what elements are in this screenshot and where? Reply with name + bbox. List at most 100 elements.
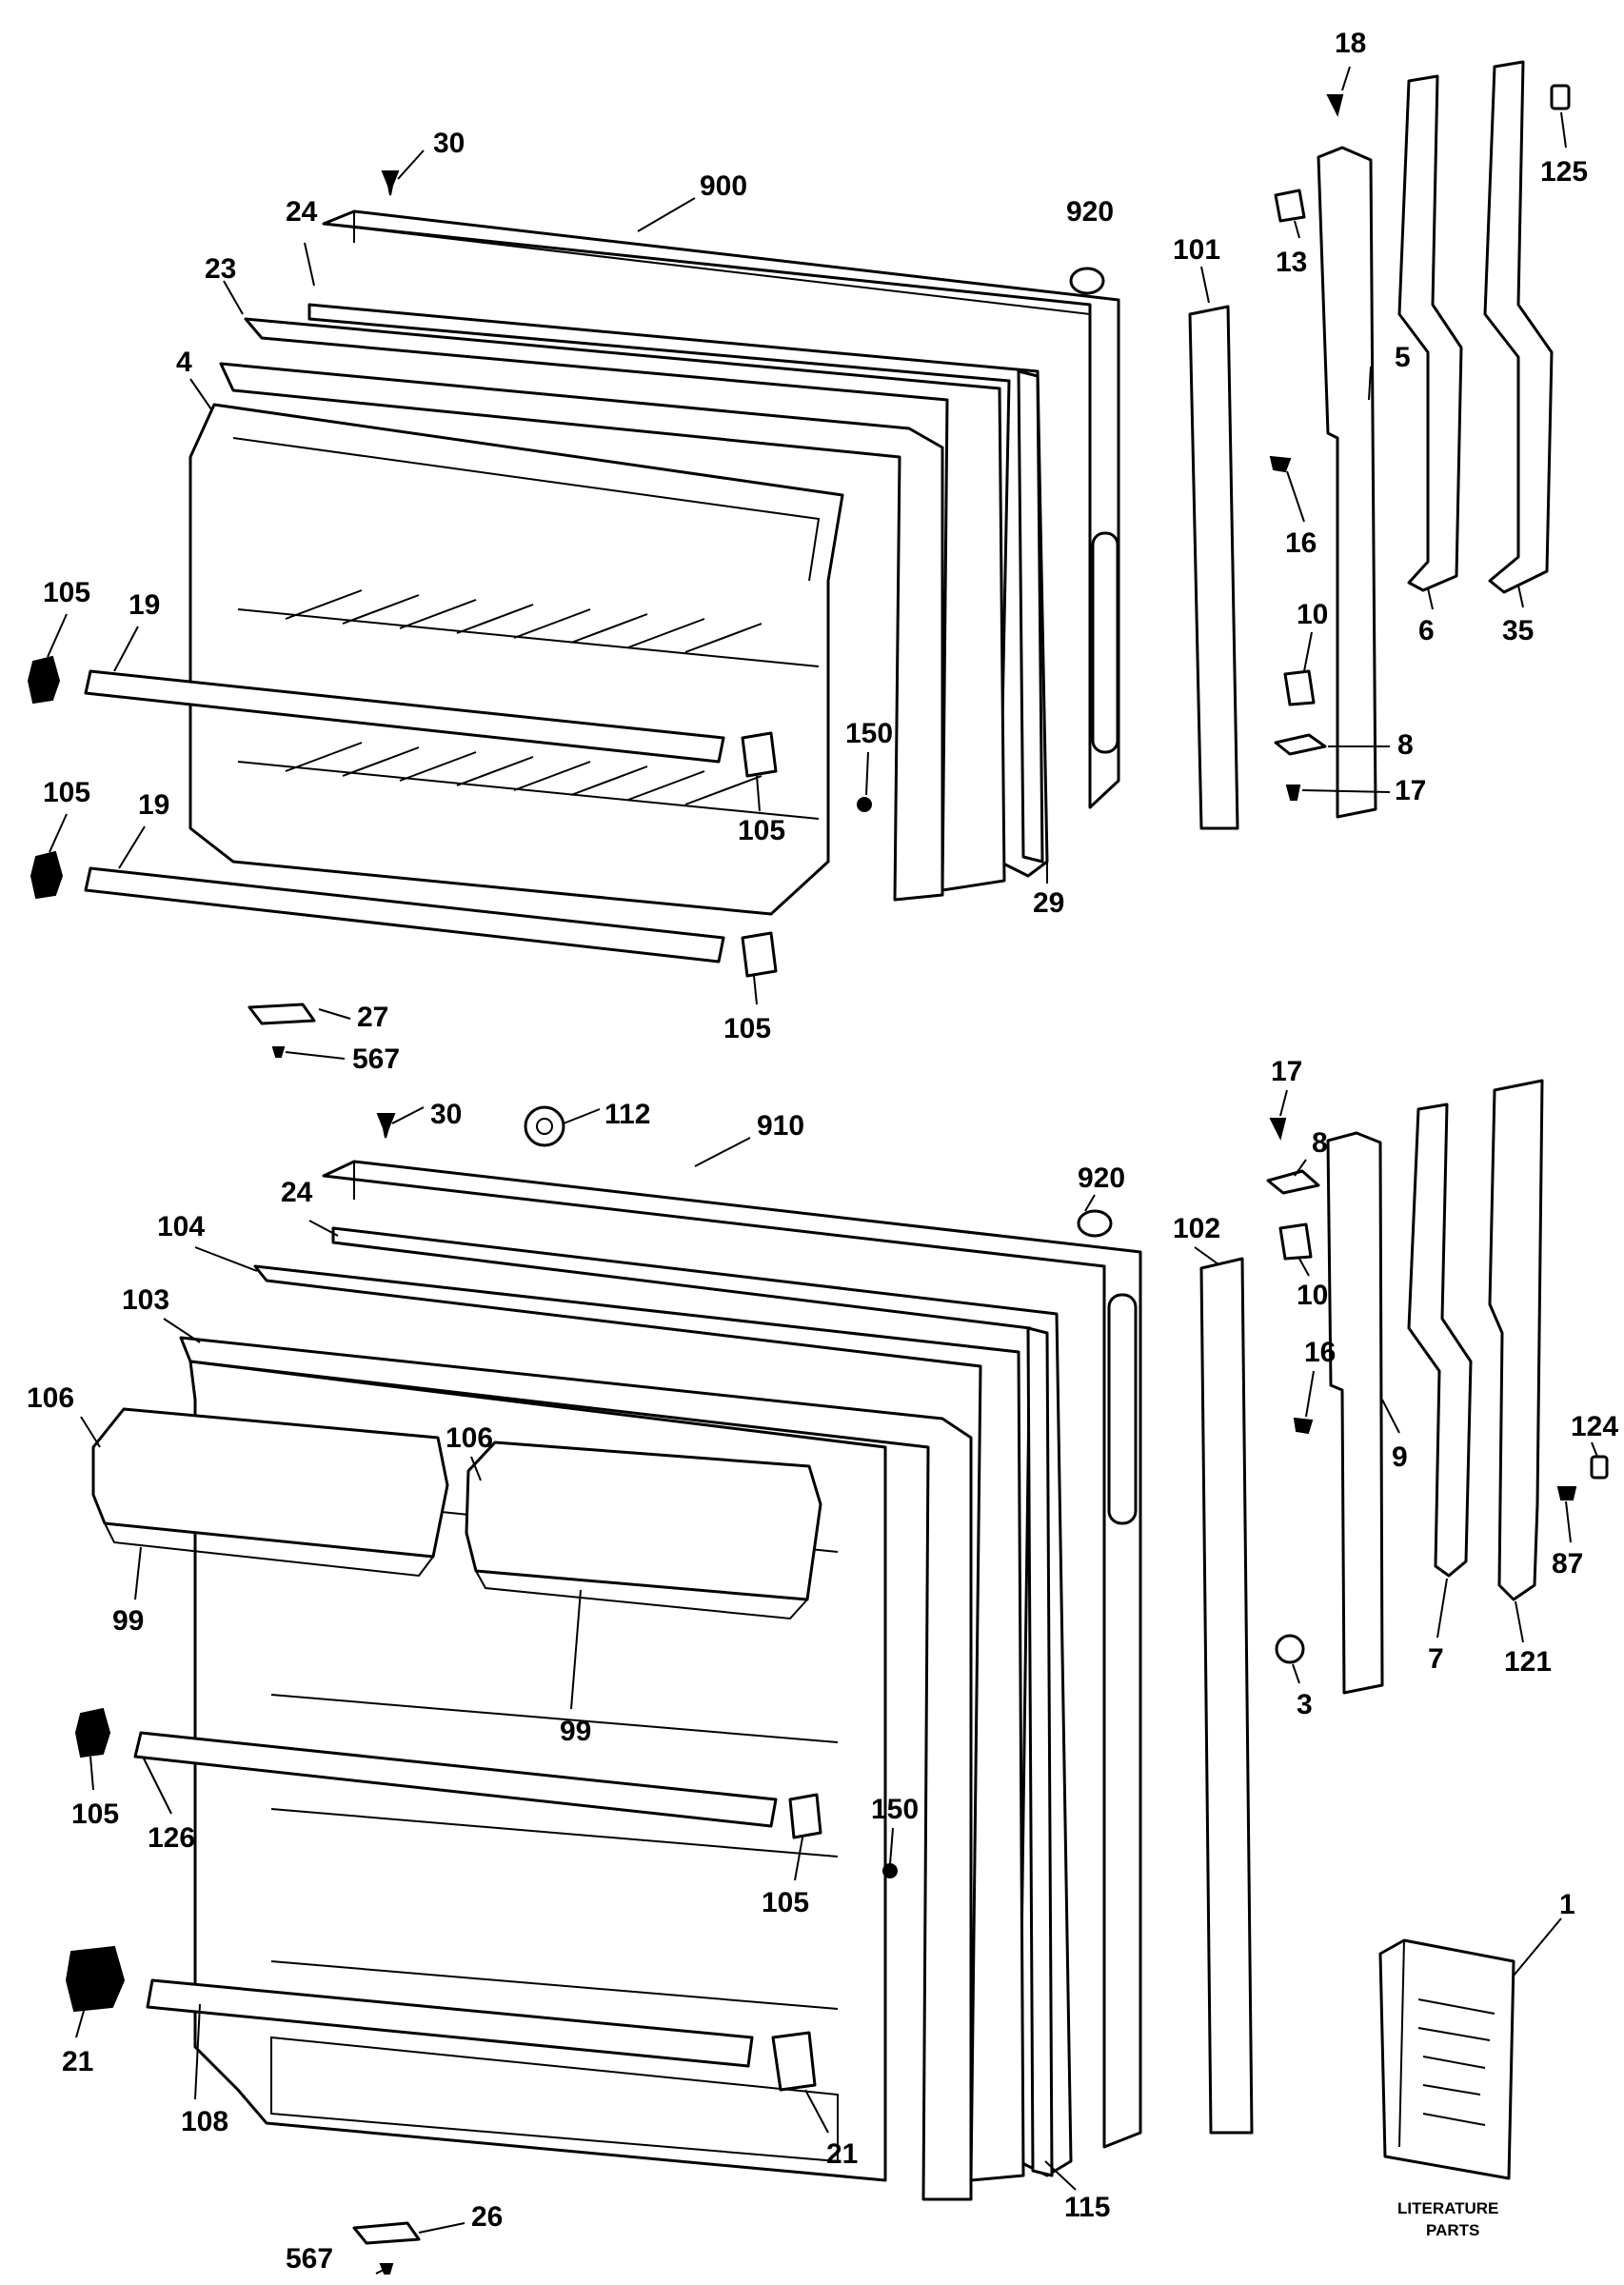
clip-10-lower (1278, 1222, 1313, 1261)
label-150: 150 (845, 718, 893, 749)
label-102: 102 (1173, 1213, 1220, 1244)
strip-29 (1017, 369, 1044, 864)
bracket-8-lower (1266, 1169, 1320, 1195)
label-17-lower: 17 (1271, 1056, 1302, 1087)
clip-21-a (65, 1945, 126, 2013)
label-125: 125 (1540, 156, 1588, 188)
label-10: 10 (1297, 599, 1328, 630)
clip-105-a (27, 655, 61, 705)
screw-150 (857, 797, 872, 812)
inner-bin (188, 403, 844, 916)
hinge-arm-7 (1407, 1103, 1473, 1578)
door-bar-19-bottom (84, 866, 725, 964)
bracket-8 (1274, 733, 1327, 756)
lower-labels: 30 112 910 920 24 104 103 106 106 99 99 … (27, 1056, 1618, 2275)
cap-125 (1550, 84, 1571, 110)
label-3: 3 (1297, 1689, 1313, 1720)
clip-13 (1274, 189, 1306, 223)
plug-920-lower (1077, 1209, 1113, 1238)
screw-567 (271, 1046, 286, 1058)
handle-trim-101 (1188, 305, 1239, 830)
label-19-b: 19 (138, 789, 169, 821)
label-115: 115 (1064, 2192, 1110, 2223)
clip-105-d (741, 931, 778, 978)
label-124: 124 (1571, 1411, 1618, 1442)
strip-115 (1026, 1326, 1054, 2177)
label-29: 29 (1033, 887, 1064, 919)
screw-18 (1326, 94, 1344, 117)
label-7: 7 (1428, 1643, 1444, 1675)
label-567: 567 (352, 1043, 400, 1075)
hinge-arm-35 (1483, 60, 1554, 594)
label-106-a: 106 (27, 1382, 74, 1414)
bin-106-right (465, 1441, 822, 1601)
label-112: 112 (604, 1099, 650, 1130)
clip-21-b (771, 2031, 817, 2092)
label-24-lower: 24 (281, 1177, 313, 1208)
label-126: 126 (148, 1822, 195, 1854)
label-106-b: 106 (446, 1422, 493, 1454)
label-16: 16 (1285, 527, 1317, 559)
label-105-lower-a: 105 (71, 1798, 119, 1830)
screw-17-lower (1269, 1118, 1287, 1141)
upper-labels: 30 900 920 24 23 4 105 19 105 150 105 19… (43, 28, 1588, 1075)
label-105-b: 105 (738, 815, 785, 846)
label-105-d: 105 (723, 1013, 771, 1044)
label-99-b: 99 (560, 1716, 591, 1747)
label-27: 27 (357, 1002, 388, 1033)
screw-16 (1269, 455, 1292, 473)
screw-150-lower (882, 1863, 898, 1878)
screw-30 (381, 170, 400, 196)
label-23: 23 (205, 253, 236, 285)
label-9: 9 (1392, 1441, 1408, 1473)
clip-105-b (741, 731, 778, 778)
label-17: 17 (1395, 775, 1426, 806)
label-108: 108 (181, 2106, 228, 2137)
label-4: 4 (176, 347, 192, 378)
screw-17 (1285, 785, 1301, 801)
label-1: 1 (1559, 1889, 1575, 1920)
literature-label-line1: LITERATURE (1397, 2199, 1498, 2217)
hinge-arm-6 (1397, 74, 1463, 592)
handle-5 (1317, 146, 1377, 819)
plug-920 (1069, 267, 1105, 295)
label-13: 13 (1276, 247, 1307, 278)
handle-trim-102 (1199, 1257, 1254, 2135)
lower-leader-lines (75, 1089, 1598, 2275)
label-920-lower: 920 (1078, 1162, 1125, 1194)
door-bar-126 (133, 1731, 778, 1828)
label-19-a: 19 (129, 589, 160, 621)
label-8: 8 (1397, 729, 1414, 761)
door-bar-108 (146, 1978, 754, 2068)
door-bar-19-top (84, 669, 725, 764)
label-920: 920 (1066, 196, 1114, 228)
label-18: 18 (1335, 28, 1366, 59)
panel-handle-slot-lower (1107, 1293, 1138, 1525)
label-8-lower: 8 (1312, 1127, 1328, 1159)
label-900: 900 (700, 170, 747, 202)
upper-leader-lines (47, 66, 1567, 1060)
label-101: 101 (1173, 234, 1220, 266)
clip-10 (1283, 669, 1316, 706)
liner-4 (219, 362, 944, 902)
label-105-a: 105 (43, 577, 90, 608)
hinge-arm-121 (1488, 1079, 1544, 1601)
label-24: 24 (286, 196, 318, 228)
label-5: 5 (1395, 342, 1411, 373)
screw-16-lower (1293, 1417, 1314, 1435)
label-567-lower: 567 (286, 2243, 333, 2275)
hinge-plate-26 (352, 2221, 421, 2245)
label-910: 910 (757, 1110, 804, 1142)
label-21-a: 21 (62, 2046, 93, 2077)
label-6: 6 (1418, 615, 1435, 646)
plug-112 (524, 1105, 565, 1147)
label-105-c: 105 (43, 777, 90, 808)
label-16-lower: 16 (1304, 1337, 1336, 1368)
label-87: 87 (1552, 1548, 1583, 1580)
bumper-3 (1275, 1634, 1305, 1664)
label-35: 35 (1502, 615, 1534, 646)
cap-124 (1590, 1455, 1609, 1480)
label-30-lower: 30 (430, 1099, 462, 1130)
label-26: 26 (471, 2201, 503, 2233)
